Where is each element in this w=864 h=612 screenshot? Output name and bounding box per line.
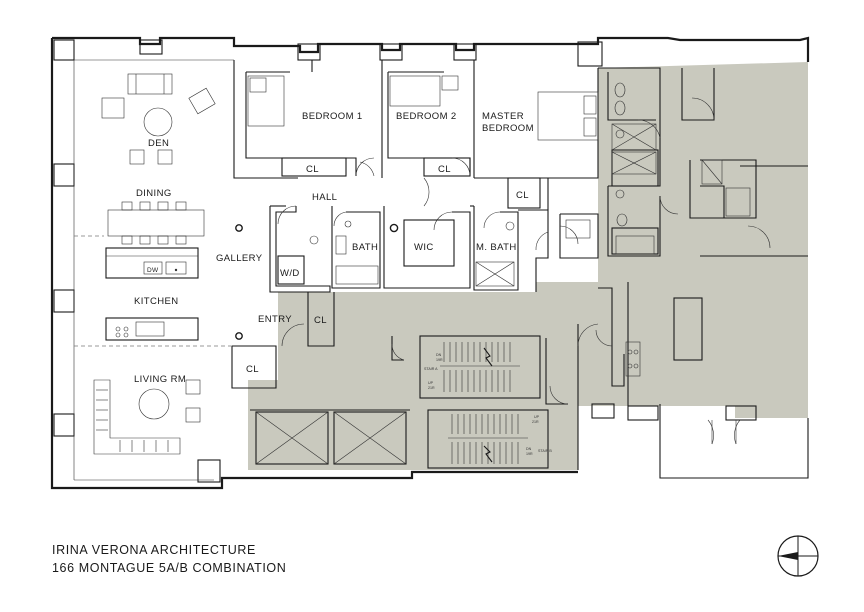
room-label-kitchen: KITCHEN (134, 296, 179, 307)
room-label-wic: WIC (414, 242, 434, 253)
room-label-bedroom-2: BEDROOM 2 (396, 111, 457, 122)
stair-a-up-risers: 21R (428, 386, 435, 390)
stair-notes: DN 19R STAIR A UP 21R UP 21R DN 19R STAI… (424, 353, 552, 456)
firm-name: IRINA VERONA ARCHITECTURE (52, 543, 256, 557)
room-label-master-line1: MASTER (482, 111, 524, 122)
title-block: IRINA VERONA ARCHITECTURE 166 MONTAGUE 5… (52, 543, 286, 575)
elevator-1 (255, 411, 329, 465)
stair-b-label: STAIR B (538, 449, 552, 453)
room-label-hall: HALL (312, 192, 337, 203)
room-label-entry: ENTRY (258, 314, 292, 325)
interior-walls (74, 60, 599, 389)
stair-a-label: STAIR A (424, 367, 438, 371)
exterior-walls (50, 36, 810, 490)
stair-b-up: UP (534, 415, 540, 419)
room-label-washer-dryer: W/D (280, 268, 300, 279)
room-label-master-line2: BEDROOM (482, 123, 534, 134)
room-label-den: DEN (148, 138, 169, 149)
doors (277, 97, 771, 445)
stair-b-up-risers: 21R (532, 420, 539, 424)
room-labels: DEN DINING GALLERY KITCHEN LIVING RM ENT… (134, 111, 534, 385)
furniture (93, 73, 751, 455)
room-label-bath: BATH (352, 242, 378, 253)
core-area (248, 282, 628, 470)
stair-a-dn-risers: 19R (436, 358, 443, 362)
elevator-2 (333, 411, 407, 465)
stair-b-dn: DN (526, 447, 532, 451)
appliance-label-dw: DW (147, 267, 159, 274)
stair-b-dn-risers: 19R (526, 452, 533, 456)
stair-a-dn: DN (436, 353, 442, 357)
closet-label-3: CL (516, 190, 529, 201)
shared-areas (248, 62, 808, 470)
room-label-bedroom-1: BEDROOM 1 (302, 111, 363, 122)
room-label-master-bath: M. BATH (476, 242, 517, 253)
core (250, 324, 579, 470)
closet-label-living: CL (246, 364, 259, 375)
east-unit-area (598, 62, 808, 418)
closet-label-2: CL (438, 164, 451, 175)
room-label-living: LIVING RM (134, 374, 186, 385)
north-arrow-icon (777, 535, 819, 577)
stair-a (419, 335, 541, 399)
stair-a-up: UP (428, 381, 434, 385)
stair-b (427, 409, 549, 469)
room-label-gallery: GALLERY (216, 253, 263, 264)
closet-label-entry: CL (314, 315, 327, 326)
closet-label-1: CL (306, 164, 319, 175)
project-name: 166 MONTAGUE 5A/B COMBINATION (52, 561, 286, 575)
room-label-dining: DINING (136, 188, 172, 199)
